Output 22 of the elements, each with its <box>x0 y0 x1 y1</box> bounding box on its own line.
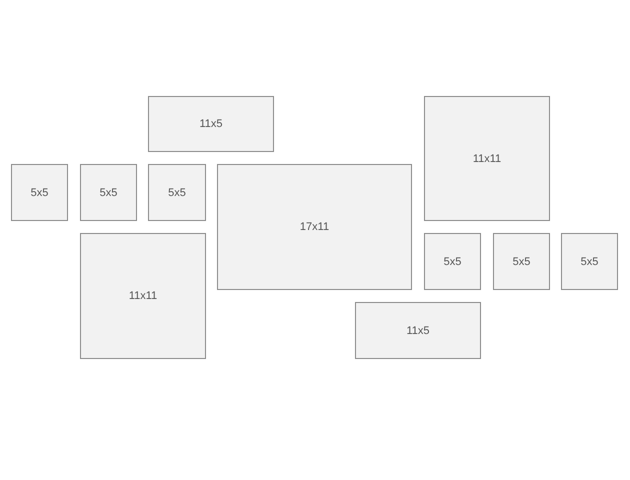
size-label: 11x11 <box>128 290 158 302</box>
size-label: 17x11 <box>300 221 330 233</box>
size-label: 11x5 <box>199 118 223 130</box>
size-label: 5x5 <box>168 186 186 198</box>
frame-box <box>148 96 274 152</box>
size-label: 5x5 <box>580 256 598 268</box>
frame-box <box>424 96 550 221</box>
frame-box <box>148 164 206 221</box>
frame-box <box>11 164 68 221</box>
size-label: 5x5 <box>444 256 462 268</box>
size-label: 11x11 <box>472 152 502 164</box>
size-label: 5x5 <box>30 186 48 198</box>
frame-box <box>217 164 412 290</box>
size-label: 11x5 <box>406 324 430 336</box>
frame-box <box>80 233 206 359</box>
frame-box <box>424 233 481 290</box>
frame-box <box>355 302 481 359</box>
frame-box <box>80 164 137 221</box>
size-label: 5x5 <box>100 186 118 198</box>
size-label: 5x5 <box>512 256 530 268</box>
frame-box <box>561 233 618 290</box>
frame-box <box>493 233 550 290</box>
